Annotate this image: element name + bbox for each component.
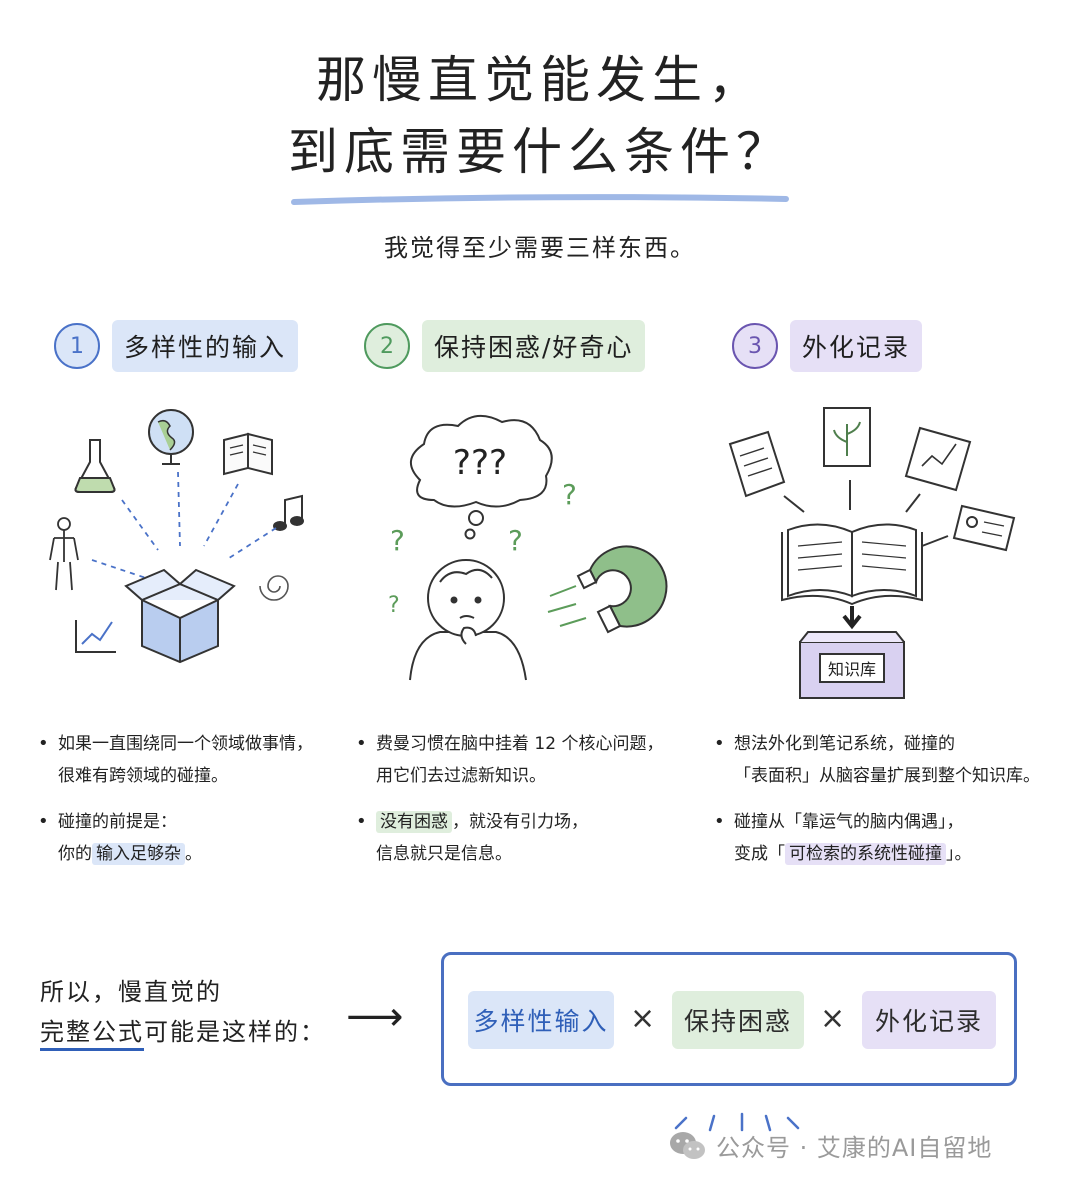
watermark-text: 公众号 · 艾康的AI自留地	[716, 1134, 993, 1162]
times-icon-2: ×	[820, 1001, 846, 1036]
bullet-3-2: 碰撞从「靠运气的脑内偶遇」， 变成「可检索的系统性碰撞」。	[712, 806, 1072, 870]
open-box-icon	[124, 568, 236, 664]
sparkle-lines	[674, 1112, 800, 1132]
formula-term-stay-curious: 保持困惑	[672, 991, 804, 1049]
open-notebook-icon	[781, 523, 923, 606]
input-arrows	[91, 471, 277, 579]
title-line-1: 那慢直觉能发生，	[316, 51, 764, 109]
svg-text:?: ?	[562, 478, 577, 511]
formula-term-diverse-input: 多样性输入	[468, 991, 614, 1049]
galaxy-icon	[259, 575, 289, 601]
diverse-input-illustration	[49, 409, 304, 664]
thought-cloud-icon	[410, 415, 553, 540]
book-icon	[223, 432, 273, 476]
right-arrow-icon: ⟶	[346, 994, 404, 1040]
plant-card-icon	[823, 407, 871, 467]
watermark: 公众号 · 艾康的AI自留地	[668, 1128, 992, 1163]
human-figure-icon	[49, 517, 79, 591]
globe-icon	[148, 409, 194, 465]
summary-text: 所以，慢直觉的 完整公式可能是这样的：	[40, 972, 326, 1052]
bullet-2-2: 没有困惑，就没有引力场， 信息就只是信息。	[354, 806, 684, 870]
bullet-2-1: 费曼习惯在脑中挂着 12 个核心问题， 用它们去过滤新知识。	[354, 728, 684, 792]
thought-cloud-text: ???	[453, 443, 507, 483]
svg-text:?: ?	[508, 524, 523, 557]
title-underline	[291, 194, 789, 205]
svg-text:?: ?	[388, 593, 400, 618]
id-card-icon	[952, 504, 1016, 552]
bullets-column-1: 如果一直围绕同一个领域做事情， 很难有跨领域的碰撞。 碰撞的前提是： 你的输入足…	[36, 728, 336, 884]
column-label-3: 外化记录	[790, 320, 923, 372]
outward-arrows	[783, 480, 949, 547]
svg-text:?: ?	[390, 524, 405, 557]
curiosity-illustration: ??? ????	[388, 415, 668, 681]
down-arrow-icon	[842, 606, 862, 630]
number-badge-2: 2	[364, 323, 410, 369]
note-page-icon	[728, 430, 786, 498]
highlight-no-confusion: 没有困惑	[376, 811, 452, 833]
question-mark-icons: ????	[388, 478, 577, 618]
bullets-column-3: 想法外化到笔记系统，碰撞的 「表面积」从脑容量扩展到整个知识库。 碰撞从「靠运气…	[712, 728, 1072, 884]
page-title: 那慢直觉能发生， 到底需要什么条件？	[0, 44, 1080, 188]
column-header-3: 3 外化记录	[732, 320, 923, 372]
line-chart-icon	[75, 620, 116, 653]
highlight-diverse-input: 输入足够杂	[92, 843, 185, 865]
times-icon-1: ×	[630, 1001, 656, 1036]
bullet-3-1: 想法外化到笔记系统，碰撞的 「表面积」从脑容量扩展到整个知识库。	[712, 728, 1072, 792]
highlight-systematic-collision: 可检索的系统性碰撞	[785, 843, 946, 865]
chart-card-icon	[904, 426, 972, 492]
subtitle: 我觉得至少需要三样东西。	[384, 234, 696, 262]
column-label-2: 保持困惑/好奇心	[422, 320, 646, 372]
magnet-icon	[576, 545, 668, 634]
number-badge-1: 1	[54, 323, 100, 369]
column-label-1: 多样性的输入	[112, 320, 299, 372]
knowledge-box-label: 知识库	[828, 660, 876, 679]
column-header-1: 1 多样性的输入	[54, 320, 299, 372]
bullet-1-1: 如果一直围绕同一个领域做事情， 很难有跨领域的碰撞。	[36, 728, 336, 792]
bullets-column-2: 费曼习惯在脑中挂着 12 个核心问题， 用它们去过滤新知识。 没有困惑，就没有引…	[354, 728, 684, 884]
number-badge-3: 3	[732, 323, 778, 369]
attraction-arrows	[547, 585, 587, 627]
wechat-icon	[670, 1131, 705, 1159]
knowledge-box-icon	[799, 631, 905, 699]
music-note-icon	[273, 494, 304, 531]
formula-term-externalize: 外化记录	[862, 991, 996, 1049]
formula-box: 多样性输入 × 保持困惑 × 外化记录	[441, 952, 1017, 1086]
title-line-2: 到底需要什么条件？	[288, 123, 792, 181]
column-header-2: 2 保持困惑/好奇心	[364, 320, 646, 372]
externalize-illustration: 知识库	[728, 407, 1016, 699]
flask-icon	[74, 439, 116, 493]
formula-underline-word: 完整公式	[40, 1018, 144, 1051]
thinking-person-icon	[409, 559, 527, 681]
